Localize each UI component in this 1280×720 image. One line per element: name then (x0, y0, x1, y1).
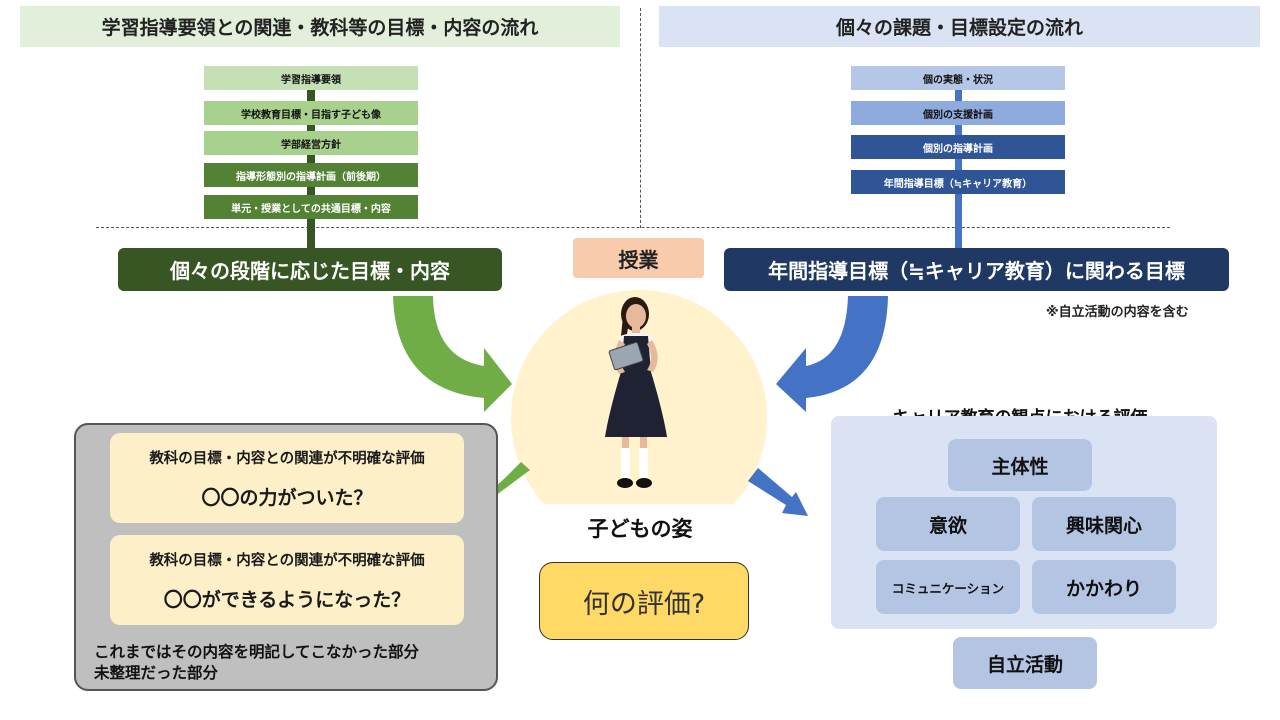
green-curved-arrow (393, 296, 512, 412)
right-flow-box-1: 個の実態・状況 (851, 66, 1065, 90)
lesson-tag-label: 授業 (618, 247, 659, 272)
vertical-divider (640, 8, 641, 228)
career-item-motivation: 意欲 (876, 497, 1020, 551)
left-flow-box-4: 指導形態別の指導計画（前後期） (204, 163, 418, 187)
career-item-autonomy: 主体性 (948, 439, 1092, 491)
child-label: 子どもの姿 (587, 517, 693, 541)
career-item-interest: 興味関心 (1032, 497, 1176, 551)
unclear-card-1: 教科の目標・内容との関連が不明確な評価 〇〇の力がついた？ (110, 433, 464, 523)
student-illustration (605, 297, 667, 488)
unclear-card-1-question: 〇〇の力がついた？ (201, 487, 373, 509)
right-header: 個々の課題・目標設定の流れ (659, 6, 1260, 47)
unclear-note-1: これまではその内容を明記してこなかった部分 (94, 643, 420, 661)
unclear-card-2-question: 〇〇ができるようになった？ (163, 589, 411, 611)
left-header: 学習指導要領との関連・教科等の目標・内容の流れ (20, 6, 620, 47)
left-flow-box-3: 学部経営方針 (204, 131, 418, 155)
right-flow-box-4: 年間指導目標（≒キャリア教育） (851, 170, 1065, 194)
career-item-communication: コミュニケーション (876, 560, 1020, 614)
left-flow-box-1: 学習指導要領 (204, 66, 418, 90)
career-item-relationships: かかわり (1032, 560, 1176, 614)
right-flow-stem (955, 82, 962, 250)
right-note: ※自立活動の内容を含む (1046, 305, 1189, 320)
horizontal-divider (96, 227, 1170, 228)
blue-curved-arrow (776, 296, 888, 412)
blue-down-arrow (748, 468, 808, 516)
unclear-card-1-heading: 教科の目標・内容との関連が不明確な評価 (149, 451, 425, 467)
question-text: 何の評価? (582, 588, 706, 620)
lesson-tag: 授業 (573, 238, 704, 278)
left-goal-label: 個々の段階に応じた目標・内容 (118, 248, 502, 291)
question-box: 何の評価? (539, 562, 749, 640)
right-flow-box-2: 個別の支援計画 (851, 101, 1065, 125)
unclear-card-2: 教科の目標・内容との関連が不明確な評価 〇〇ができるようになった？ (110, 535, 464, 625)
self-reliance-activity: 自立活動 (953, 637, 1097, 689)
unclear-note-2: 未整理だった部分 (94, 664, 219, 682)
left-flow-box-5: 単元・授業としての共通目標・内容 (204, 195, 418, 219)
right-flow-box-3: 個別の指導計画 (851, 135, 1065, 159)
circle-bottom-mask (500, 504, 780, 564)
left-flow-box-2: 学校教育目標・目指す子ども像 (204, 101, 418, 125)
unclear-card-2-heading: 教科の目標・内容との関連が不明確な評価 (149, 553, 425, 569)
right-goal-label: 年間指導目標（≒キャリア教育）に関わる目標 (724, 248, 1229, 291)
